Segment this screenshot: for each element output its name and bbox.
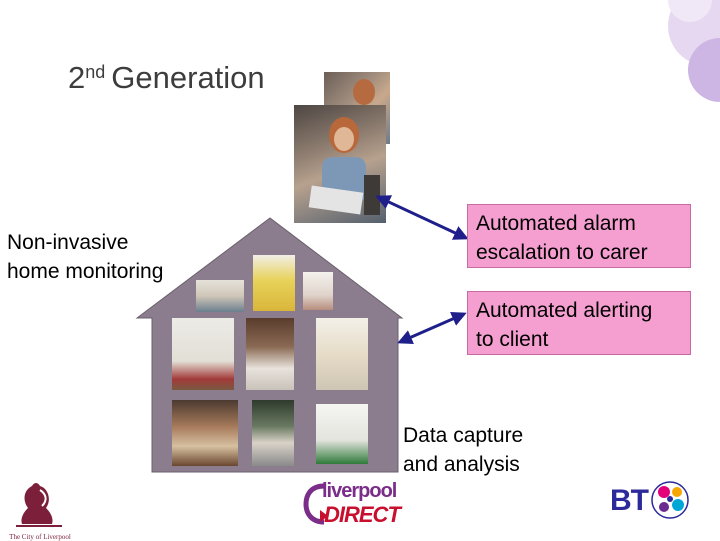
alarm-escalation-line2: escalation to carer: [476, 241, 648, 264]
city-of-liverpool-logo: The City of Liverpool: [2, 480, 78, 541]
corner-decoration: [668, 0, 720, 102]
data-capture-label: Data capture and analysis: [403, 421, 523, 479]
bt-logo: BT: [610, 476, 690, 526]
arrow-to-client: [397, 311, 467, 345]
room-photo-device: [316, 404, 368, 464]
room-photo-bedroom: [172, 318, 234, 390]
liverpool-direct-logo: liverpool DIRECT: [300, 478, 401, 530]
room-photo-bathroom: [316, 318, 368, 390]
client-alerting-line1: Automated alerting: [476, 299, 653, 322]
room-photo-bed: [246, 318, 294, 390]
room-photo-attic-right: [303, 272, 333, 310]
title-text: Generation: [111, 60, 265, 95]
client-alerting-line2: to client: [476, 328, 549, 351]
room-photo-lounge: [172, 400, 238, 466]
alarm-escalation-line1: Automated alarm: [476, 212, 636, 235]
bt-logo-text: BT: [610, 484, 649, 517]
room-photo-attic-yellow: [253, 255, 295, 311]
data-capture-line1: Data capture: [403, 424, 524, 447]
bt-globe-icon: [651, 481, 689, 519]
monitoring-label-line1: Non-invasive: [7, 231, 129, 254]
room-photo-resident: [252, 400, 294, 466]
arrow-to-carer: [375, 195, 469, 240]
monitoring-label-line2: home monitoring: [7, 260, 164, 283]
monitoring-label: Non-invasive home monitoring: [7, 228, 163, 286]
title-superscript: nd: [85, 62, 106, 82]
liverpool-logo-bottom: DIRECT: [324, 502, 401, 527]
data-capture-line2: and analysis: [403, 453, 520, 476]
city-logo-text: The City of Liverpool: [9, 533, 71, 541]
alarm-escalation-box: Automated alarm escalation to carer: [467, 204, 691, 268]
title-number: 2: [68, 60, 86, 95]
room-photo-attic-left: [196, 280, 244, 312]
liverpool-logo-top: liverpool: [322, 480, 397, 502]
client-alerting-box: Automated alerting to client: [467, 291, 691, 355]
